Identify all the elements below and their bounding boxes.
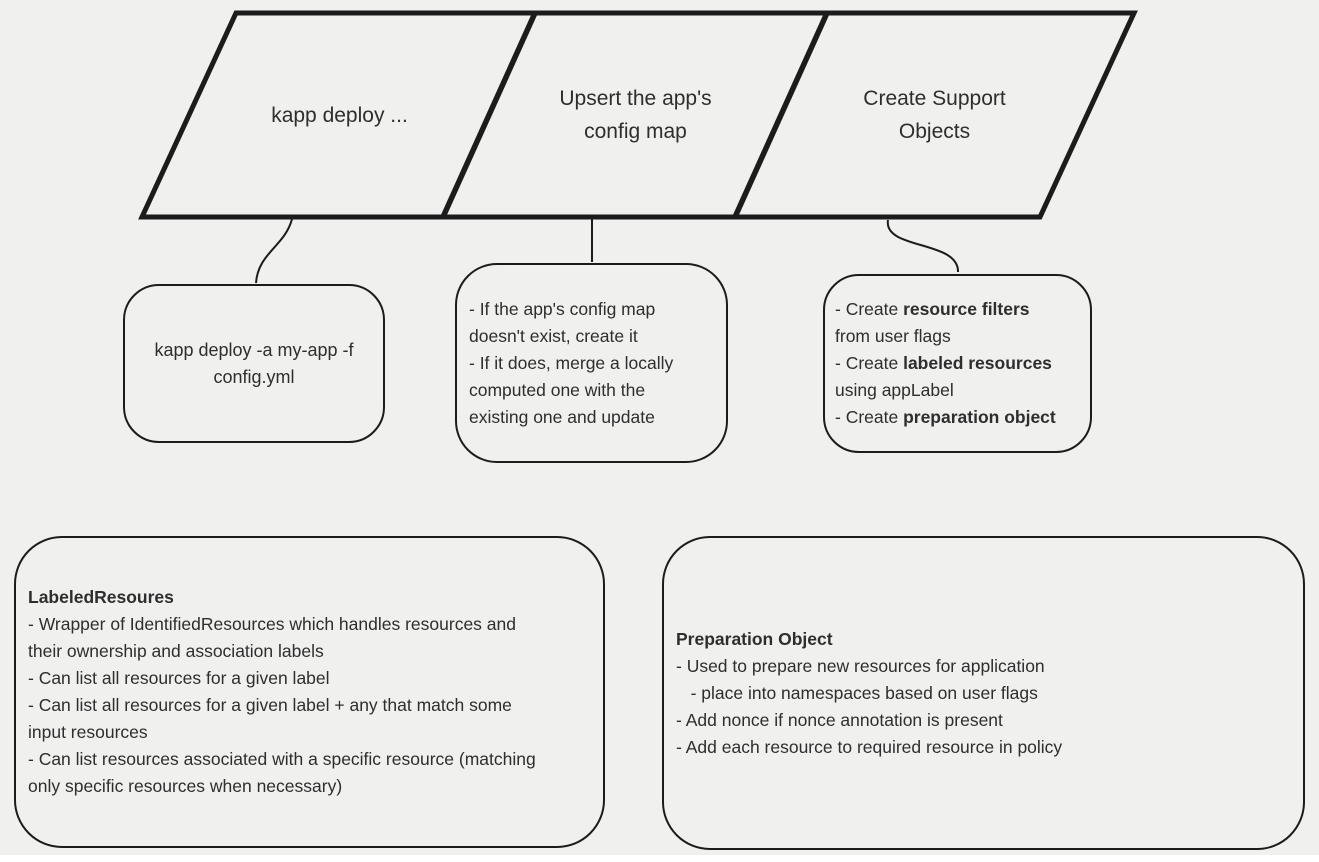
labeled-resources-card-title: LabeledResoures (28, 587, 174, 607)
labeled-resources-card: LabeledResoures - Wrapper of IdentifiedR… (14, 536, 605, 848)
connector-kapp-deploy (255, 218, 293, 284)
step-upsert-config-map: Upsert the app's config map (488, 13, 783, 217)
preparation-object-card: Preparation Object - Used to prepare new… (662, 536, 1305, 850)
preparation-object-card-body: - Used to prepare new resources for appl… (676, 655, 1063, 757)
labeled-resources-card-body: - Wrapper of IdentifiedResources which h… (28, 614, 536, 796)
step-upsert-config-map-label: Upsert the app's config map (559, 87, 712, 143)
note-kapp-deploy-command: kapp deploy -a my-app -f config.yml (123, 284, 385, 443)
step-kapp-deploy: kapp deploy ... (192, 13, 487, 217)
step-create-support-objects-label: Create Support Objects (863, 87, 1006, 143)
note-upsert-config-map-text: - If the app's config map doesn't exist,… (469, 298, 674, 427)
pipeline-outline (138, 10, 1138, 220)
step-kapp-deploy-label: kapp deploy ... (271, 103, 408, 127)
step-create-support-objects: Create Support Objects (787, 13, 1082, 217)
connector-support-objects (886, 219, 960, 273)
step-divider-1 (440, 11, 538, 219)
canvas-bottom-edge (0, 855, 1319, 862)
note-upsert-config-map: - If the app's config map doesn't exist,… (455, 263, 728, 463)
preparation-object-card-title: Preparation Object (676, 628, 833, 649)
note-kapp-deploy-command-text: kapp deploy -a my-app -f config.yml (154, 339, 354, 387)
step-divider-2 (732, 11, 830, 219)
